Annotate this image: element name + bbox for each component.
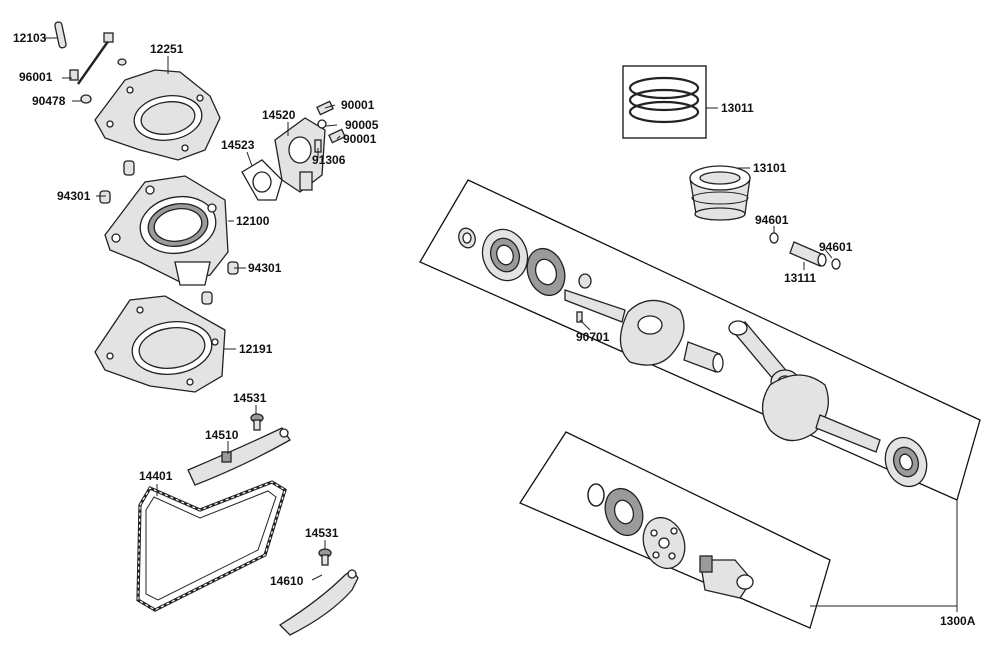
label-90001-upper: 90001: [341, 98, 375, 112]
label-94301-lower: 94301: [248, 261, 282, 275]
label-12100: 12100: [236, 214, 270, 228]
chain-tensioner-14520: [274, 117, 326, 193]
label-90001-lower: 90001: [343, 132, 377, 146]
chain-guide-14510: [187, 427, 291, 486]
cylinder-block-12100: [104, 175, 229, 286]
circlip-94601-left: [769, 232, 779, 244]
label-14531-upper: 14531: [233, 391, 267, 405]
starter-parts: [587, 483, 754, 599]
cam-chain-14401: [136, 480, 287, 612]
label-14523: 14523: [221, 138, 255, 152]
tensioner-gasket-14523: [241, 159, 283, 201]
label-13011: 13011: [721, 101, 754, 115]
stud-bolt-96001: [69, 32, 114, 85]
label-94601-left: 94601: [755, 213, 789, 227]
piston-13101: [689, 165, 751, 221]
head-gasket-12251: [94, 69, 221, 161]
bolt-14531-upper: [250, 413, 264, 431]
label-14401: 14401: [139, 469, 173, 483]
leader-lines: [44, 37, 833, 581]
piston-pin-13111: [789, 241, 827, 267]
label-12103: 12103: [13, 31, 47, 45]
bolt-90001: [314, 100, 346, 153]
dowel-94301-lower: [201, 261, 239, 305]
label-94601-right: 94601: [819, 240, 853, 254]
base-gasket-12191: [94, 295, 226, 393]
dowel-pin-12103: [54, 21, 67, 49]
dowel-94301-upper: [99, 160, 135, 204]
label-90478: 90478: [32, 94, 66, 108]
crankshaft-parts: [458, 227, 928, 488]
label-14531-lower: 14531: [305, 526, 339, 540]
circlip-94601-right: [831, 258, 841, 270]
label-14510: 14510: [205, 428, 239, 442]
label-1300A: 1300A: [940, 614, 976, 628]
washer-90478: [80, 58, 127, 104]
label-91306: 91306: [312, 153, 346, 167]
chain-slipper-14610: [278, 569, 359, 636]
piston-rings-box-13011: [622, 65, 707, 139]
label-94301-upper: 94301: [57, 189, 91, 203]
bolt-14531-lower: [318, 548, 332, 566]
label-14520: 14520: [262, 108, 296, 122]
label-96001: 96001: [19, 70, 53, 84]
label-14610: 14610: [270, 574, 304, 588]
assembly-bracket-1300A: [810, 500, 958, 612]
label-90701: 90701: [576, 330, 610, 344]
label-12191: 12191: [239, 342, 273, 356]
label-12251: 12251: [150, 42, 184, 56]
label-13111: 13111: [784, 271, 816, 285]
label-90005: 90005: [345, 118, 379, 132]
label-13101: 13101: [753, 161, 787, 175]
